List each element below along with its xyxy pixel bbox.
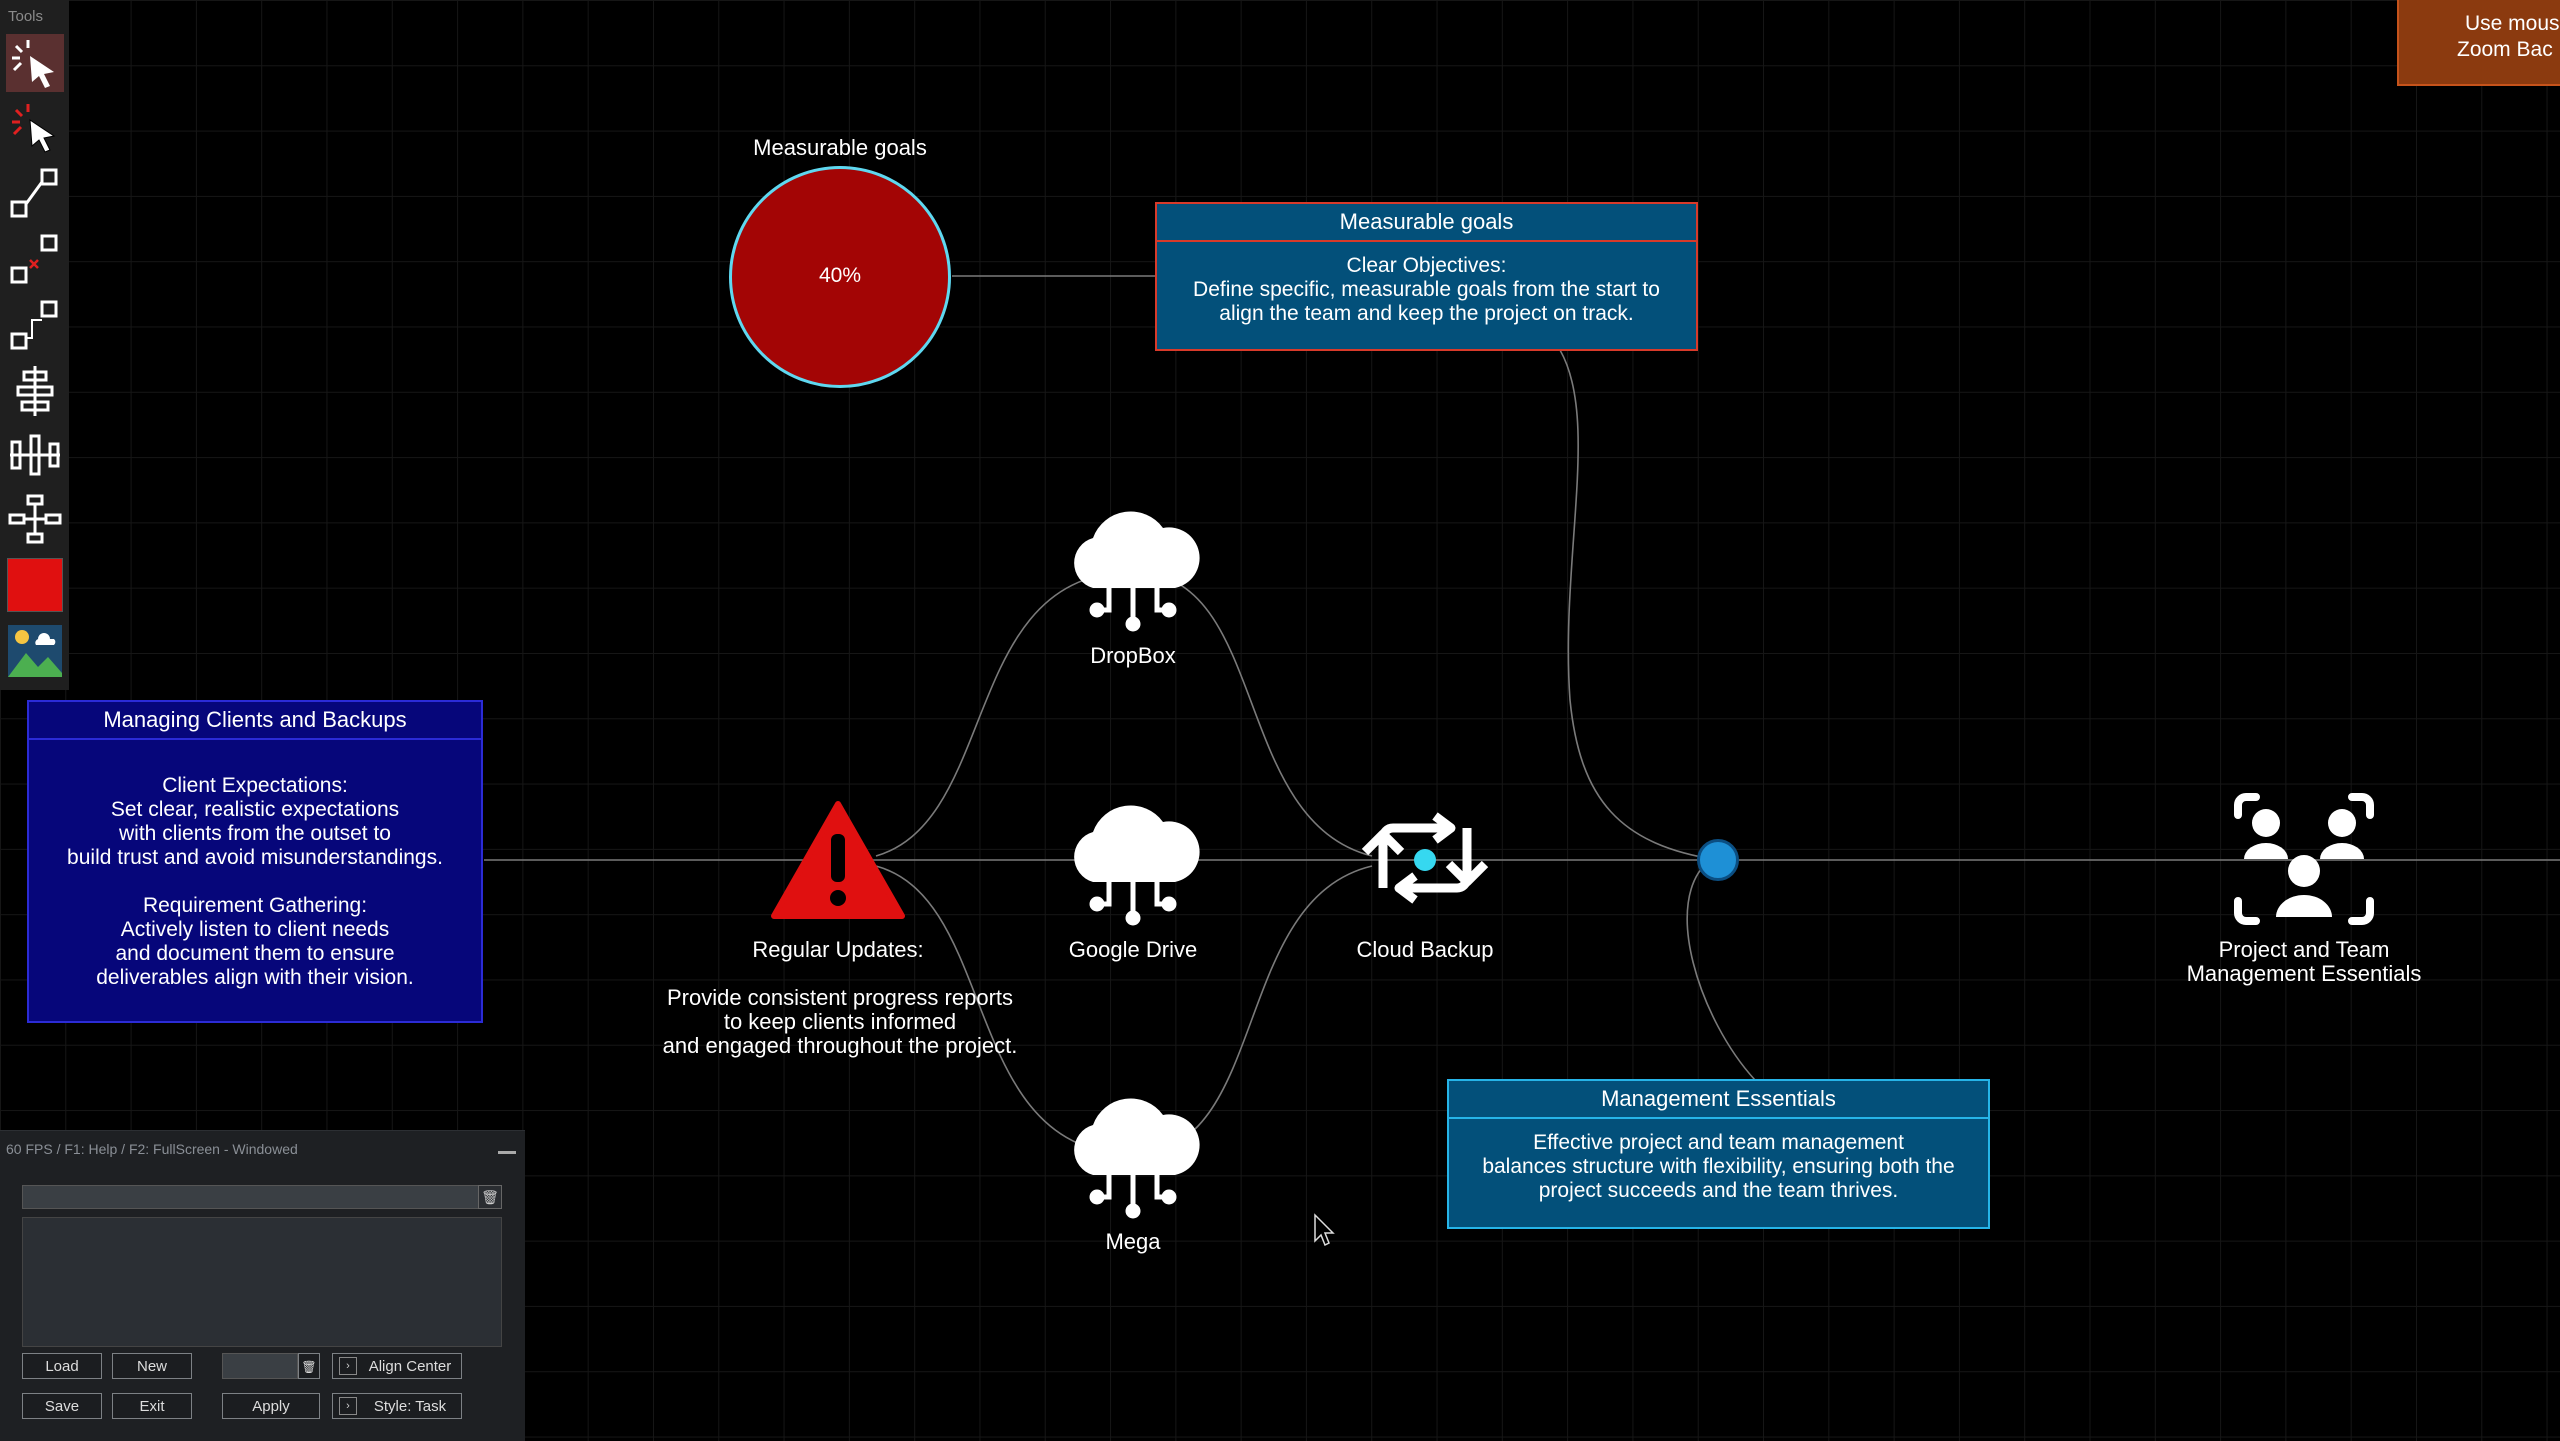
progress-node-title: Measurable goals [753,135,927,160]
managing-clients-title: Managing Clients and Backups [29,702,481,740]
measurable-goals-node[interactable]: Measurable goals Clear Objectives: Defin… [1155,202,1698,351]
align-center-toggle[interactable]: › Align Center [332,1353,462,1379]
mouse-cursor-icon [1313,1213,1337,1247]
dropbox-label: DropBox [1090,643,1176,668]
minimize-panel-button[interactable] [498,1151,516,1154]
wire-hub-mgmt [1686,859,1756,1081]
value-input[interactable] [222,1353,298,1379]
google-drive-label: Google Drive [1068,937,1198,962]
image-icon[interactable] [6,622,64,680]
cloud-icon[interactable] [1063,792,1203,926]
exit-button[interactable]: Exit [112,1393,192,1419]
wire-warning-dropbox [875,571,1134,857]
align-vertical-icon[interactable] [6,362,64,420]
help-line-2: Zoom Bac [2457,38,2553,61]
warning-node-body: Provide consistent progress reports to k… [662,985,1018,1058]
trash-icon[interactable]: 🗑 [478,1185,502,1209]
warning-icon[interactable] [770,800,906,922]
measurable-goals-body: Clear Objectives: Define specific, measu… [1193,254,1660,325]
reroute-link-icon[interactable] [6,296,64,354]
text-editor-area[interactable] [22,1217,502,1347]
progress-value: 40% [818,264,862,287]
team-node-label: Project and Team Management Essentials [2186,937,2422,986]
file-name-input[interactable] [22,1185,480,1209]
management-essentials-body: Effective project and team management ba… [1482,1131,1955,1202]
align-center-label: Align Center [368,1358,452,1375]
disconnect-nodes-icon[interactable] [6,230,64,288]
new-button[interactable]: New [112,1353,192,1379]
mega-label: Mega [1105,1229,1161,1254]
style-task-toggle[interactable]: › Style: Task [332,1393,462,1419]
managing-clients-body: Client Expectations: Set clear, realisti… [67,774,443,989]
status-bar-text: 60 FPS / F1: Help / F2: FullScreen - Win… [6,1141,298,1157]
warning-node-title: Regular Updates: [752,937,924,962]
dropdown-toggle-icon: › [339,1397,357,1415]
connect-nodes-icon[interactable] [6,164,64,222]
apply-button[interactable]: Apply [222,1393,320,1419]
measurable-goals-title: Measurable goals [1157,204,1696,242]
select-cursor-icon[interactable] [6,34,64,92]
help-line-1: Use mous [2465,12,2560,35]
multi-select-cursor-icon[interactable] [6,98,64,156]
sync-icon[interactable] [1355,808,1495,908]
management-essentials-node[interactable]: Management Essentials Effective project … [1447,1079,1990,1229]
toolbox-title: Tools [8,8,44,25]
cloud-icon[interactable] [1063,498,1203,632]
help-hint-box: Use mous Zoom Bac [2397,0,2560,86]
trash-icon[interactable]: 🗑 [298,1353,320,1379]
management-essentials-title: Management Essentials [1449,1081,1988,1119]
toolbox-panel: Tools [0,0,69,690]
load-button[interactable]: Load [22,1353,102,1379]
dropdown-toggle-icon: › [339,1357,357,1375]
distribute-horizontal-icon[interactable] [6,426,64,484]
style-task-label: Style: Task [373,1398,447,1415]
save-button[interactable]: Save [22,1393,102,1419]
managing-clients-node[interactable]: Managing Clients and Backups Client Expe… [27,700,483,1023]
cloud-backup-label: Cloud Backup [1356,937,1494,962]
link-hub-dot[interactable] [1697,839,1739,881]
bottom-control-panel: 60 FPS / F1: Help / F2: FullScreen - Win… [0,1130,525,1441]
cloud-icon[interactable] [1063,1085,1203,1219]
tree-layout-icon[interactable] [6,490,64,548]
progress-circle-node[interactable]: 40% [729,166,951,388]
wire-goals-hub [1559,349,1719,861]
wire-warning-mega [875,865,1134,1155]
color-swatch-icon[interactable] [6,556,64,614]
team-icon[interactable] [2232,793,2376,927]
